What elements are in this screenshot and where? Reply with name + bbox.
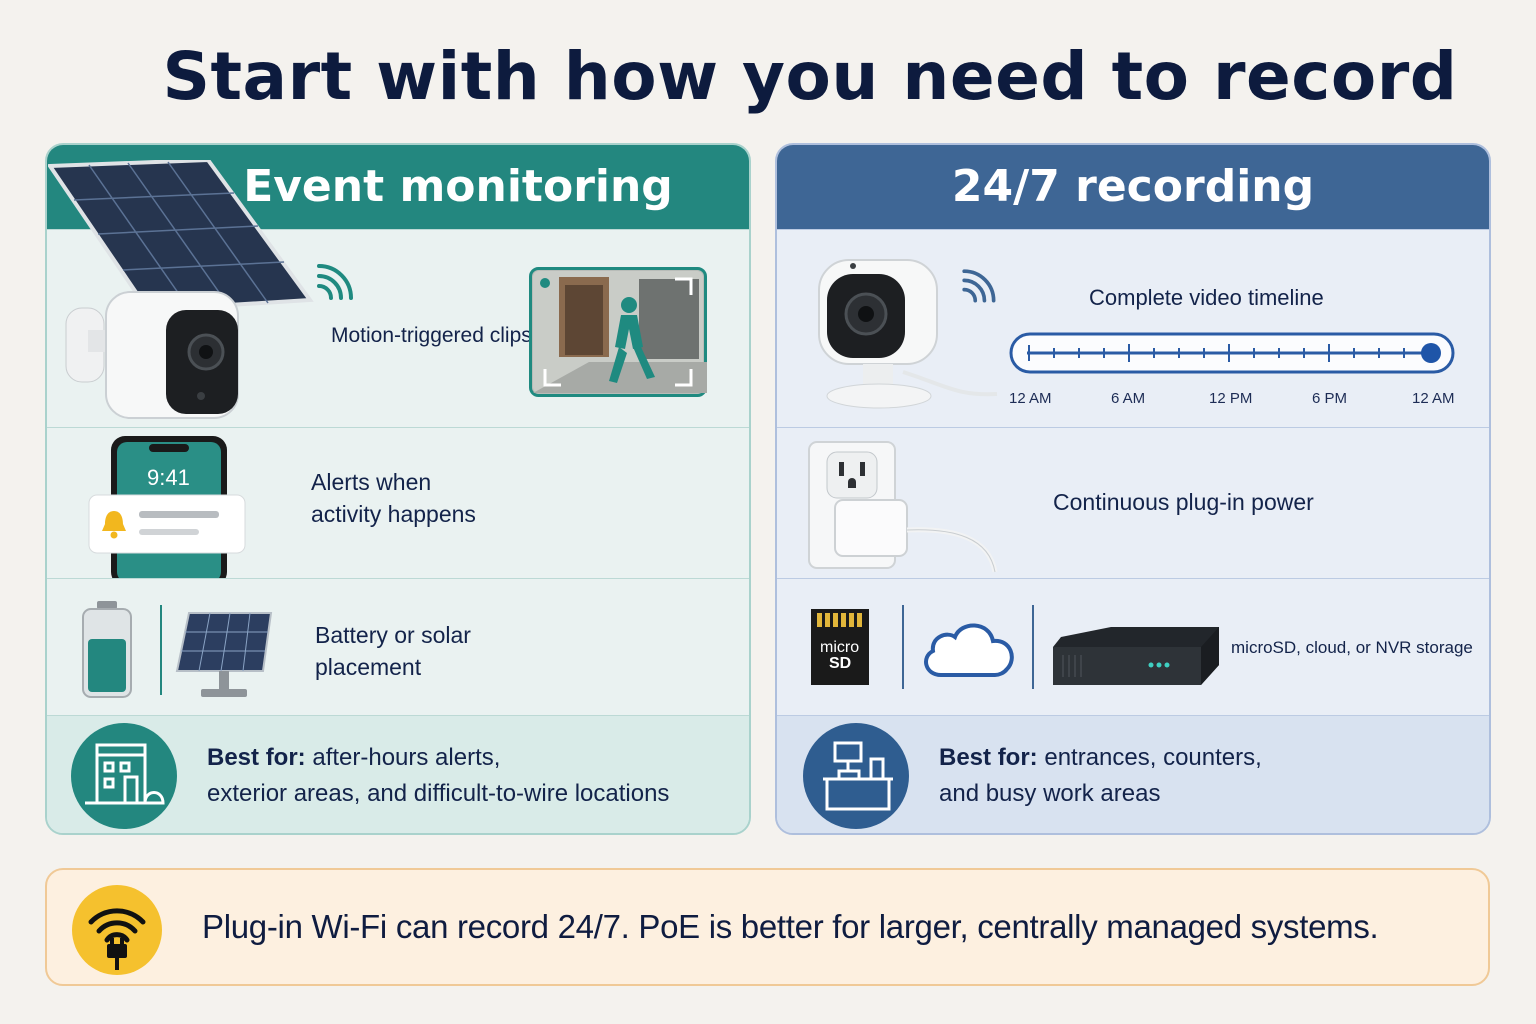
storage-label: microSD, cloud, or NVR storage <box>1231 638 1473 657</box>
power-outlet-icon <box>808 441 998 573</box>
timeline-label: 12 AM <box>1009 390 1052 407</box>
best-for-label: Best for: <box>939 744 1038 771</box>
microsd-card-icon <box>811 609 869 685</box>
best-for-line2: exterior areas, and difficult-to-wire lo… <box>207 780 670 807</box>
nvr-recorder-icon <box>1053 627 1219 685</box>
cloud-icon <box>924 623 1014 677</box>
placement-line1: Battery or solar <box>315 622 471 648</box>
alerts-row: 9:41 Alerts when activity happens <box>47 427 749 579</box>
motion-clip-thumbnail <box>529 267 707 397</box>
recording-tip-text: Plug-in Wi-Fi can record 24/7. PoE is be… <box>202 908 1379 945</box>
best-for-label: Best for: <box>207 744 306 771</box>
alerts-line1: Alerts when <box>311 469 432 495</box>
divider <box>160 605 162 695</box>
notification-card <box>88 494 246 554</box>
best-for-line1: after-hours alerts, <box>305 744 501 771</box>
best-for-text: Best for: after-hours alerts, exterior a… <box>207 740 669 812</box>
wifi-plug-icon <box>72 885 162 975</box>
phone-clock: 9:41 <box>147 465 190 490</box>
storage-options-row: micro SD microSD, cloud, or NVR storage <box>777 578 1489 715</box>
best-for-line1: entrances, counters, <box>1037 744 1262 771</box>
video-timeline <box>1009 332 1455 374</box>
plug-in-power-label: Continuous plug-in power <box>1053 489 1314 515</box>
motion-clips-label: Motion-triggered clips <box>331 324 532 347</box>
page-title: Start with how you need to record <box>162 38 1458 115</box>
indoor-camera-icon <box>818 259 998 409</box>
timeline-label: 12 AM <box>1412 390 1455 407</box>
building-icon <box>71 723 177 829</box>
divider <box>1032 605 1034 689</box>
divider <box>902 605 904 689</box>
timeline-row: Complete video timeline 12 AM 6 AM 12 PM… <box>777 229 1489 427</box>
timeline-label: 12 PM <box>1209 390 1253 407</box>
microsd-label: micro <box>820 639 860 656</box>
plug-in-power-row: Continuous plug-in power <box>777 427 1489 578</box>
solar-panel-icon <box>175 612 273 697</box>
best-for-line2: and busy work areas <box>939 780 1161 807</box>
continuous-recording-heading: 24/7 recording <box>777 145 1489 229</box>
microsd-label: SD <box>829 655 852 672</box>
motion-clips-row: Motion-triggered clips <box>47 229 749 427</box>
continuous-recording-panel: 24/7 recording Complete video timeline <box>775 143 1491 835</box>
bell-icon <box>102 511 126 539</box>
wifi-signal-icon <box>962 269 996 303</box>
recording-tip-banner: Plug-in Wi-Fi can record 24/7. PoE is be… <box>45 868 1490 986</box>
power-placement-row: Battery or solar placement <box>47 578 749 715</box>
best-for-row: Best for: entrances, counters, and busy … <box>777 715 1489 833</box>
timeline-label: 6 AM <box>1111 390 1146 407</box>
timeline-label: 6 PM <box>1312 390 1348 407</box>
alerts-line2: activity happens <box>311 501 476 527</box>
battery-icon <box>82 601 132 698</box>
wifi-signal-icon <box>317 264 353 300</box>
timeline-title: Complete video timeline <box>1089 285 1324 310</box>
solar-camera-illustration <box>48 160 314 419</box>
best-for-text: Best for: entrances, counters, and busy … <box>939 740 1262 812</box>
best-for-row: Best for: after-hours alerts, exterior a… <box>47 715 749 833</box>
checkout-counter-icon <box>803 723 909 829</box>
placement-line2: placement <box>315 654 422 680</box>
